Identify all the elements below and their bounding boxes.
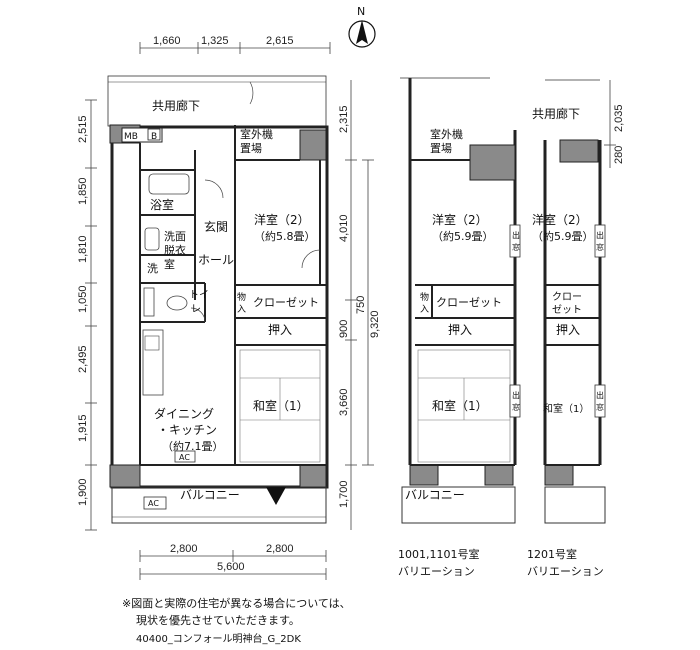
washroom-label-2: 脱衣 (164, 243, 186, 257)
western-room-label: 洋室（2） (254, 212, 310, 227)
hall-label: ホール (198, 253, 234, 267)
mb-label: MB (124, 132, 138, 142)
mid-dim-c: 900 (338, 320, 350, 338)
v1-outdoor-unit-label-1: 室外機 (430, 127, 463, 141)
outdoor-unit-label-1: 室外機 (240, 127, 273, 141)
v2-western-room-label: 洋室（2） (532, 212, 588, 227)
v1-caption: 1001,1101号室 バリエーション (398, 546, 480, 580)
entrance-label: 玄関 (204, 219, 228, 234)
left-dim-4: 1,050 (77, 285, 89, 313)
main-labels: 共用廊下 MB B 室外機 置場 浴室 玄関 ホール 洗 洗面 脱衣 室 トイ … (124, 98, 319, 508)
v2-window-label-3: 出 (596, 390, 604, 400)
v1-outdoor-unit-label-2: 置場 (430, 142, 452, 155)
v1-oshiire-label: 押入 (448, 323, 472, 337)
compass-n-label: N (357, 5, 365, 18)
dk-label-2: ・キッチン (157, 423, 217, 437)
storage-label-1: 物 (237, 291, 246, 303)
v1-window-label-2: 窓 (512, 242, 520, 252)
mid-dim-d: 750 (355, 296, 367, 314)
wash-label: 洗 (147, 262, 158, 275)
v2-caption: 1201号室 バリエーション (527, 546, 604, 580)
v1-closet-label: クローゼット (436, 296, 502, 309)
disclaimer-note: ※図面と実際の住宅が異なる場合については、 現状を優先させていただきます。 (122, 595, 351, 629)
footer-code: 40400_コンフォール明神台_G_2DK (136, 634, 301, 645)
bottom-dim-left: 2,800 (170, 543, 198, 555)
v2-japanese-room-label: 和室（1） (543, 402, 589, 415)
corridor-label: 共用廊下 (152, 98, 200, 113)
b-label: B (151, 132, 157, 142)
dk-label-3: （約7.1畳） (162, 439, 224, 453)
washroom-label-3: 室 (164, 257, 175, 271)
v1-caption-line-1: 1001,1101号室 (398, 548, 480, 561)
washroom-label-1: 洗面 (164, 230, 186, 243)
v2-oshiire-label: 押入 (556, 323, 580, 337)
v2-caption-line-2: バリエーション (527, 565, 604, 578)
ac-indoor-label: AC (179, 453, 190, 462)
left-dim-5: 2,495 (77, 345, 89, 373)
top-dim-3: 2,615 (266, 35, 294, 47)
top-dim-1: 1,660 (153, 35, 181, 47)
v1-western-size-label: （約5.9畳） (432, 229, 494, 243)
v1-storage-label-2: 入 (420, 304, 429, 315)
balcony-label: バルコニー (180, 488, 240, 502)
v2-caption-line-1: 1201号室 (527, 548, 577, 561)
disclaimer-line-1: ※図面と実際の住宅が異なる場合については、 (122, 597, 351, 610)
left-dim-1: 2,515 (77, 115, 89, 143)
v1-storage-label-1: 物 (420, 291, 429, 303)
mid-dim-e: 9,320 (369, 310, 381, 338)
ac-outdoor-label: AC (148, 499, 159, 508)
left-dim-7: 1,900 (77, 478, 89, 506)
outdoor-unit-label-2: 置場 (240, 142, 262, 155)
disclaimer-line-2: 現状を優先させていただきます。 (136, 614, 300, 627)
v2-window-label-1: 出 (596, 230, 604, 240)
left-dim-6: 1,915 (77, 414, 89, 442)
bath-label: 浴室 (150, 197, 174, 212)
v2-western-size-label: （約5.9畳） (532, 229, 594, 243)
oshiire-label: 押入 (268, 323, 292, 337)
toilet-label-2: レ (191, 304, 201, 315)
western-size-label: （約5.8畳） (254, 229, 316, 243)
dk-label-1: ダイニング (154, 406, 214, 421)
closet-label: クローゼット (253, 296, 319, 309)
v2-window-label-2: 窓 (596, 242, 604, 252)
v1-window-label-1: 出 (512, 230, 520, 240)
v2-closet-label-1: クロー (552, 291, 582, 303)
main-plan (107, 75, 329, 524)
bottom-dim-total: 5,600 (217, 561, 245, 573)
dimension-text: 1,660 1,325 2,615 2,515 1,850 1,810 1,05… (77, 35, 625, 573)
toilet-label-1: トイ (189, 290, 209, 301)
variation-2-labels: 共用廊下 洋室（2） （約5.9畳） 出 窓 クロー ゼット 押入 出 窓 和室… (532, 106, 604, 415)
storage-label-2: 入 (237, 304, 246, 315)
v1-window-label-3: 出 (512, 390, 520, 400)
v2-window-label-4: 窓 (596, 402, 604, 412)
mid-dim-b: 4,010 (338, 214, 350, 242)
variation-1-plan (400, 77, 521, 524)
dimension-lines (85, 42, 616, 580)
mid-dim-f: 3,660 (338, 388, 350, 416)
v1-japanese-room-label: 和室（1） (432, 398, 488, 413)
left-dim-2: 1,850 (77, 177, 89, 205)
mid-dim-g: 1,700 (338, 480, 350, 508)
variation-1-labels: 室外機 置場 洋室（2） （約5.9畳） 出 窓 物 入 クローゼット 押入 出… (405, 127, 520, 502)
v1-western-room-label: 洋室（2） (432, 212, 488, 227)
v1-window-label-4: 窓 (512, 402, 520, 412)
v2-closet-label-2: ゼット (552, 304, 582, 316)
top-dim-2: 1,325 (201, 35, 229, 47)
right-dim-b: 280 (613, 146, 625, 164)
japanese-room-label: 和室（1） (253, 398, 309, 413)
v1-balcony-label: バルコニー (405, 488, 465, 502)
right-dim-a: 2,035 (613, 104, 625, 132)
north-compass-icon: N (348, 5, 376, 48)
variation-2-plan (543, 79, 606, 524)
v1-caption-line-2: バリエーション (398, 565, 475, 578)
bottom-dim-right: 2,800 (266, 543, 294, 555)
v2-corridor-label: 共用廊下 (532, 106, 580, 121)
mid-dim-a: 2,315 (338, 105, 350, 133)
left-dim-3: 1,810 (77, 235, 89, 263)
